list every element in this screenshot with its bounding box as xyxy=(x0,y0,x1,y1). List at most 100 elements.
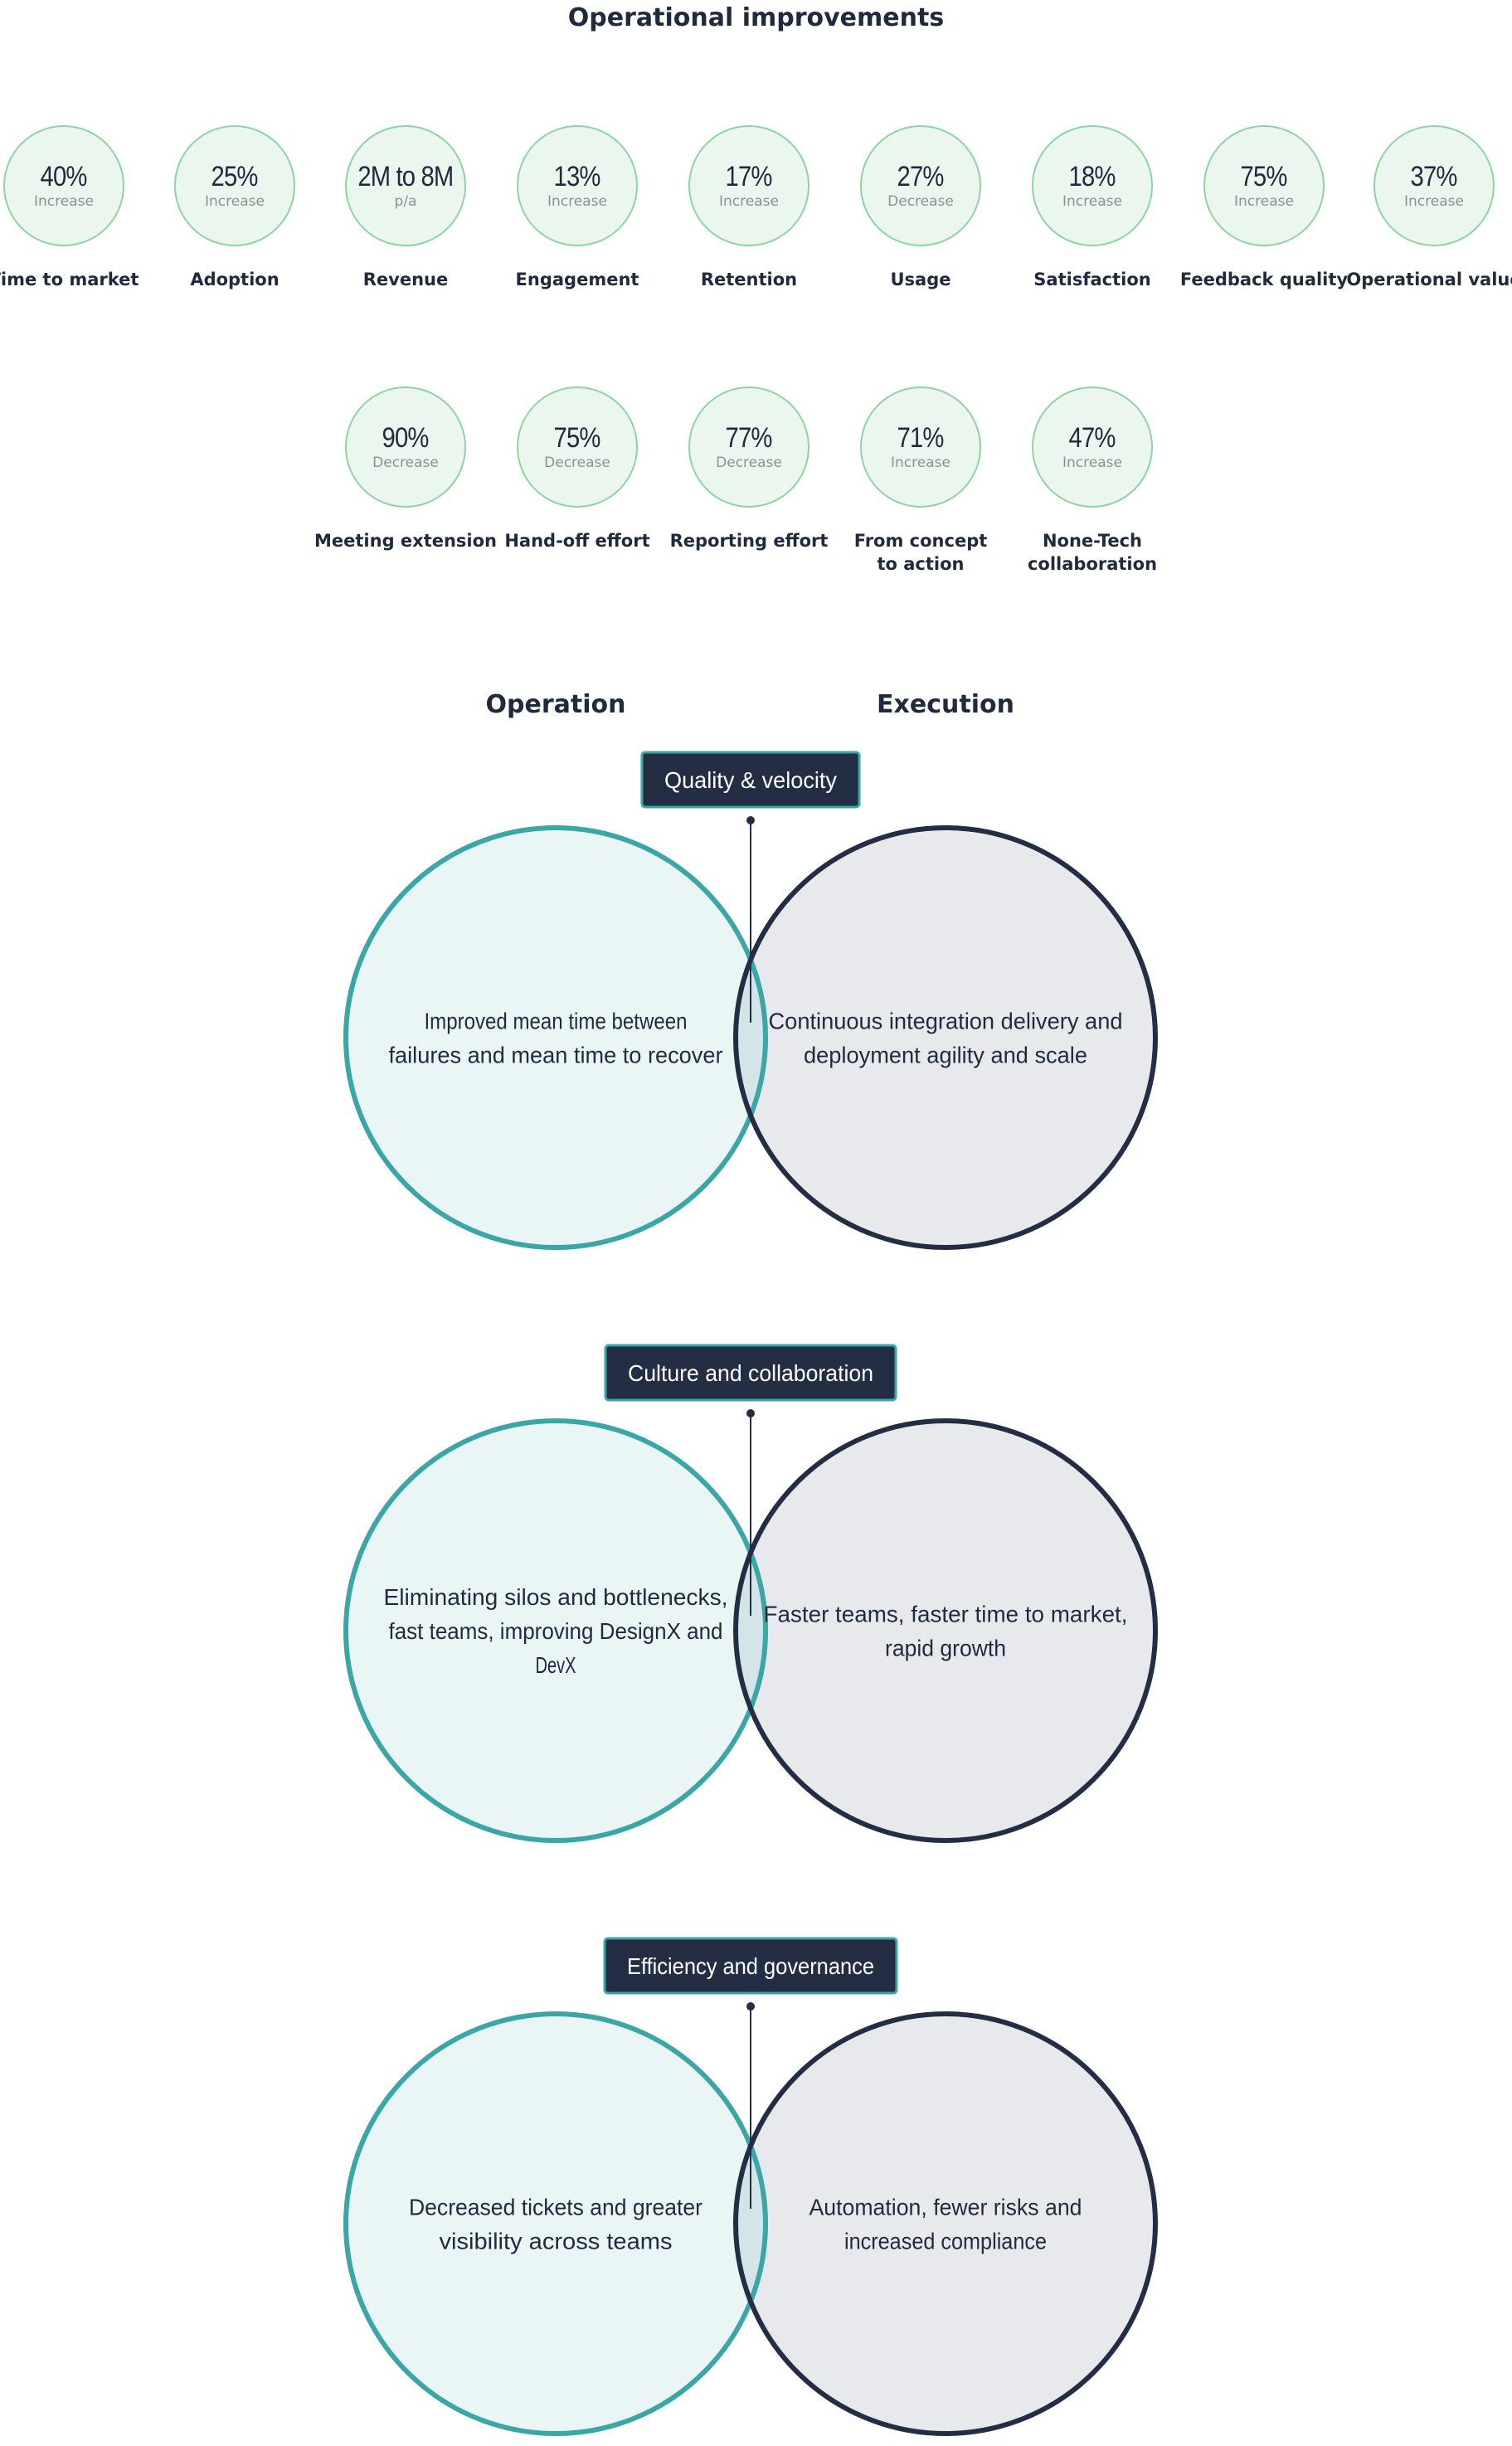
execution-text: Faster teams, faster time to market, xyxy=(764,1602,1128,1627)
operation-text: fast teams, improving DesignX and xyxy=(389,1618,723,1644)
operation-text: DevX xyxy=(536,1652,576,1678)
metric-trend: Increase xyxy=(34,193,94,210)
metric-value: 90% xyxy=(382,422,430,454)
operation-circle xyxy=(346,1421,766,1841)
metric-circle: 13%Increase xyxy=(517,125,638,246)
metric-value: 75% xyxy=(554,422,601,454)
execution-circle-outline xyxy=(733,1418,1158,1843)
venn-title-box xyxy=(640,751,861,809)
metric-value: 47% xyxy=(1069,422,1116,454)
operation-text: failures and mean time to recover xyxy=(389,1043,723,1068)
venn-title-box xyxy=(603,1937,898,1995)
execution-text: Automation, fewer risks and xyxy=(809,2195,1082,2220)
execution-text: deployment agility and scale xyxy=(804,1043,1087,1068)
execution-text: rapid growth xyxy=(885,1636,1006,1661)
metric-label: Retention xyxy=(700,270,798,289)
execution-text: increased compliance xyxy=(844,2229,1047,2254)
metric-trend: Decrease xyxy=(887,193,954,210)
column-heading-execution: Execution xyxy=(877,690,1014,719)
execution-circle xyxy=(736,2014,1155,2434)
metric-label: Meeting extension xyxy=(314,531,498,551)
venn-title: Efficiency and governance xyxy=(627,1953,874,1979)
metric-circle: 17%Increase xyxy=(688,125,809,246)
metric-label: Usage xyxy=(890,270,951,289)
operation-text: Improved mean time between xyxy=(425,1009,688,1034)
metric-label: Engagement xyxy=(515,270,639,289)
operation-text: visibility across teams xyxy=(440,2229,673,2254)
metric-trend: Increase xyxy=(719,193,779,210)
operation-text: Eliminating silos and bottlenecks, xyxy=(384,1584,728,1610)
execution-circle xyxy=(736,828,1155,1247)
metric-value: 71% xyxy=(897,422,945,454)
metric-trend: Increase xyxy=(1404,193,1464,210)
metric-trend: Increase xyxy=(205,193,265,210)
venn-title: Quality & velocity xyxy=(664,767,837,793)
metric-trend: p/a xyxy=(394,193,417,210)
metric-label: Reporting effort xyxy=(669,531,829,551)
metric-circle: 90%Decrease xyxy=(345,387,466,508)
page-title: Operational improvements xyxy=(567,3,945,32)
metric-value: 25% xyxy=(211,161,259,192)
metric-trend: Decrease xyxy=(372,455,439,471)
operation-circle-outline xyxy=(343,2011,768,2436)
metric-circle: 71%Increase xyxy=(860,387,981,508)
metric-value: 13% xyxy=(554,161,601,192)
execution-text: Continuous integration delivery and xyxy=(769,1009,1123,1034)
metric-circle: 75%Decrease xyxy=(517,387,638,508)
metric-trend: Increase xyxy=(891,455,950,471)
operation-circle-outline xyxy=(343,1418,768,1843)
metric-trend: Increase xyxy=(1062,455,1122,471)
metric-label: Feedback quality xyxy=(1179,270,1349,289)
metric-trend: Decrease xyxy=(716,455,782,471)
metric-value: 27% xyxy=(897,161,945,192)
venn-title-box xyxy=(604,1344,897,1402)
metric-value: 75% xyxy=(1241,161,1288,192)
connector-dot xyxy=(746,2002,755,2011)
metric-circle: 25%Increase xyxy=(174,125,295,246)
operation-circle-outline xyxy=(343,825,768,1250)
metric-value: 18% xyxy=(1069,161,1116,192)
metric-label: Adoption xyxy=(190,270,280,289)
connector-dot xyxy=(746,1409,755,1418)
metric-circle: 47%Increase xyxy=(1032,387,1153,508)
column-heading-operation: Operation xyxy=(485,690,626,719)
metric-value: 2M to 8M xyxy=(357,161,455,192)
metric-trend: Increase xyxy=(1234,193,1294,210)
metric-circle: 77%Decrease xyxy=(688,387,809,508)
connector-dot xyxy=(746,816,755,824)
metric-value: 17% xyxy=(726,161,773,192)
execution-circle-outline xyxy=(733,825,1158,1250)
metric-circle: 37%Increase xyxy=(1373,125,1495,246)
metric-label: Time to market xyxy=(0,270,139,289)
execution-circle-outline xyxy=(733,2011,1158,2436)
metric-circle: 18%Increase xyxy=(1032,125,1153,246)
operation-circle xyxy=(346,828,766,1247)
metric-label: Satisfaction xyxy=(1033,270,1151,289)
metric-circle: 40%Increase xyxy=(3,125,124,246)
metric-trend: Increase xyxy=(547,193,607,210)
metric-trend: Decrease xyxy=(544,455,610,471)
operation-circle xyxy=(346,2014,766,2434)
metric-circle: 27%Decrease xyxy=(860,125,981,246)
metric-value: 37% xyxy=(1411,161,1458,192)
metric-label: Hand-off effort xyxy=(504,531,650,551)
